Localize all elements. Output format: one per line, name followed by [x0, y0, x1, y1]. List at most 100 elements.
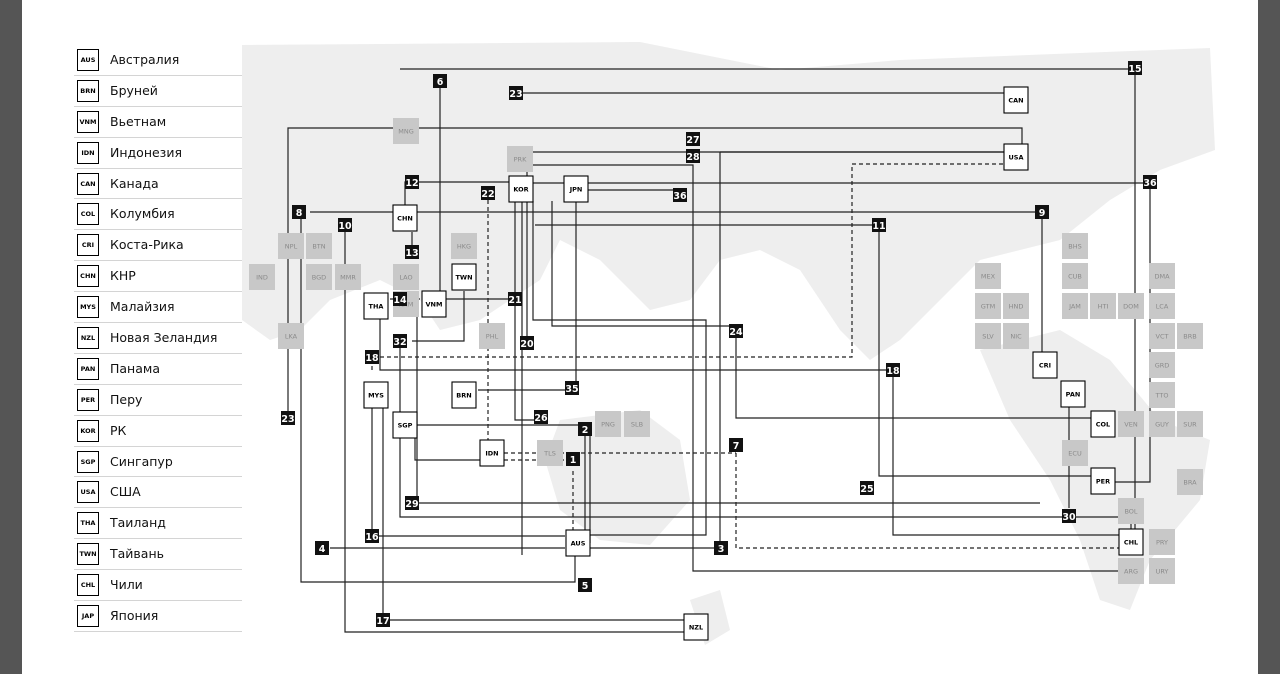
- agreement-badge: 27: [686, 132, 700, 146]
- legend-code: NZL: [77, 327, 99, 350]
- agreement-badge: 25: [860, 481, 874, 495]
- agreement-number: 28: [686, 152, 700, 163]
- member-mys: MYS: [363, 381, 389, 409]
- country-code: SUR: [1183, 421, 1197, 429]
- legend-item: KOR РК: [74, 416, 242, 447]
- agreement-badge: 29: [405, 496, 419, 510]
- country-bgd: BGD: [306, 264, 332, 290]
- country-code: BGD: [312, 274, 326, 282]
- country-dma: DMA: [1149, 263, 1175, 289]
- country-code: MMR: [340, 274, 356, 282]
- member-twn: TWN: [451, 263, 477, 291]
- legend-code: AUS: [77, 49, 99, 71]
- agreement-number: 20: [520, 339, 534, 350]
- agreement-number: 25: [860, 484, 873, 495]
- member-chn: CHN: [392, 204, 418, 232]
- member-code: TWN: [455, 274, 472, 282]
- agreement-number: 36: [673, 191, 687, 202]
- country-code: TLS: [543, 450, 556, 458]
- agreement-number: 8: [296, 208, 303, 219]
- legend-code: TWN: [77, 543, 99, 566]
- agreement-number: 24: [729, 327, 743, 338]
- legend-name: Новая Зеландия: [110, 330, 218, 346]
- legend-name: Коста-Рика: [110, 237, 184, 253]
- agreement-number: 7: [733, 441, 740, 452]
- member-code: USA: [1009, 154, 1024, 162]
- agreement-badge: 17: [376, 613, 390, 627]
- legend-code: CAN: [77, 172, 99, 195]
- country-mex: MEX: [975, 263, 1001, 289]
- member-code: PER: [1096, 478, 1110, 486]
- member-kor: KOR: [508, 175, 534, 203]
- landmass: [242, 42, 1215, 360]
- member-jpn: JPN: [563, 175, 589, 203]
- legend-name: США: [110, 484, 141, 500]
- legend-name: РК: [110, 422, 127, 438]
- country-code: HND: [1009, 303, 1024, 311]
- legend-code: CHN: [77, 265, 99, 288]
- country-mmr: MMR: [335, 264, 361, 290]
- agreement-line: [532, 201, 707, 536]
- legend-item: SGP Сингапур: [74, 447, 242, 478]
- legend-code: SGP: [77, 450, 99, 473]
- member-code: JPN: [569, 186, 583, 194]
- member-code: SGP: [398, 422, 413, 430]
- agreement-badge: 14: [393, 292, 407, 306]
- country-nic: NIC: [1003, 323, 1029, 349]
- country-grd: GRD: [1149, 352, 1175, 378]
- agreement-number: 17: [376, 616, 389, 627]
- member-code: CAN: [1008, 97, 1023, 105]
- legend-name: Сингапур: [110, 453, 173, 469]
- legend-name: Япония: [110, 608, 159, 624]
- legend-name: КНР: [110, 268, 136, 284]
- country-bhs: BHS: [1062, 233, 1088, 259]
- agreement-badge: 15: [1128, 61, 1142, 75]
- agreement-number: 4: [319, 544, 326, 555]
- legend-code: CHL: [77, 574, 99, 597]
- country-pry: PRY: [1149, 529, 1175, 555]
- agreement-badge: 8: [292, 205, 306, 219]
- country-code: HKG: [457, 243, 471, 251]
- country-code: SLV: [982, 333, 994, 341]
- legend-code: THA: [77, 512, 99, 535]
- non-member-countries: MNGPRKNPLBTNHKGINDBGDMMRLAOKHMLKAPHLPNGS…: [249, 118, 1203, 584]
- country-tls: TLS: [537, 440, 563, 466]
- agreement-badge: 16: [365, 529, 379, 543]
- country-code: PRY: [1156, 539, 1168, 547]
- agreement-badge: 13: [405, 245, 419, 259]
- member-code: VNM: [426, 301, 443, 309]
- member-usa: USA: [1003, 143, 1029, 171]
- agreement-badge: 18: [365, 350, 379, 364]
- agreement-number: 18: [886, 366, 900, 377]
- country-prk: PRK: [507, 146, 533, 172]
- member-code: BRN: [456, 392, 471, 400]
- legend-name: Таиланд: [110, 515, 166, 531]
- country-sur: SUR: [1177, 411, 1203, 437]
- agreement-line: [412, 291, 465, 342]
- member-code: CRI: [1039, 362, 1051, 370]
- country-code: JAM: [1068, 303, 1081, 311]
- agreement-badge: 6: [433, 74, 447, 88]
- agreement-number: 16: [365, 532, 379, 543]
- agreement-number: 1: [570, 455, 577, 466]
- legend-code: KOR: [77, 419, 99, 442]
- country-code: VCT: [1156, 333, 1169, 341]
- legend-code: IDN: [77, 141, 99, 164]
- legend-name: Австралия: [110, 52, 180, 67]
- country-lao: LAO: [393, 264, 419, 290]
- agreement-badge: 22: [481, 186, 495, 200]
- country-guy: GUY: [1149, 411, 1175, 437]
- country-ind: IND: [249, 264, 275, 290]
- country-code: CUB: [1068, 273, 1082, 281]
- agreement-badge: 36: [673, 188, 687, 202]
- agreement-number: 13: [405, 248, 418, 259]
- country-lca: LCA: [1149, 293, 1175, 319]
- country-dom: DOM: [1118, 293, 1144, 319]
- country-mng: MNG: [393, 118, 419, 144]
